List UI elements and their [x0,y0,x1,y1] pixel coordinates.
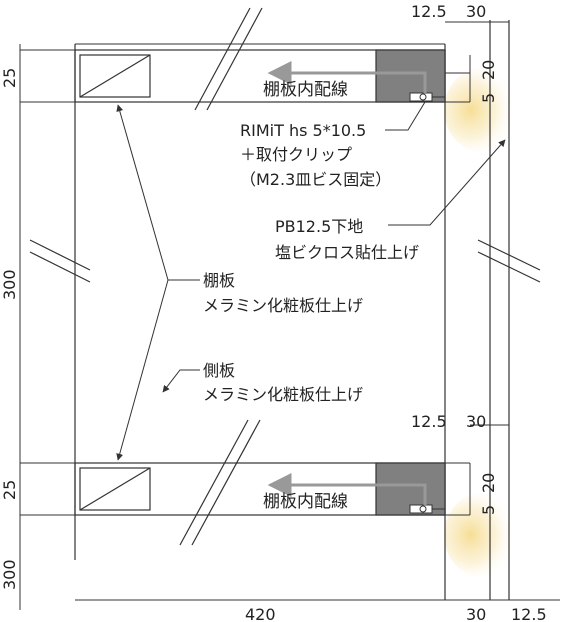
rimit-fixture-top [409,92,445,102]
rimit-fixture-bottom [409,504,445,514]
rimit-label-line2: ＋取付クリップ [240,145,352,164]
rimit-label-line3: （M2.3皿ビス固定） [240,170,391,189]
rimit-label-line1: RIMiT hs 5*10.5 [240,121,366,140]
dim-right-20-top: 20 [479,60,498,80]
break-lines [29,7,541,546]
dim-left-25-bottom: 25 [0,480,19,500]
wiring-label-bottom: 棚板内配線 [263,492,348,512]
dim-bottom-12-5: 12.5 [511,605,547,622]
shelf-label-line2: メラミン化粧板仕上げ [203,296,363,315]
shelf-bottom-end-block [79,467,151,511]
side-label-line2: メラミン化粧板仕上げ [203,385,363,404]
dim-right-20-bottom: 20 [479,473,498,493]
rimit-leader [385,101,426,131]
dim-left-300-bottom: 300 [0,559,19,590]
side-label-line1: 側板 [203,361,235,380]
shelf-label-line1: 棚板 [203,271,235,290]
pb-leader [388,139,506,226]
wiring-arrow-bottom [267,473,427,505]
dim-mid-12-5: 12.5 [411,412,447,431]
dim-bottom-420: 420 [245,605,276,622]
pb-label-line2: 塩ビクロス貼仕上げ [275,243,419,262]
dim-bottom-30: 30 [466,605,486,622]
dim-left-300-mid: 300 [0,269,19,300]
shelf-leaders [116,104,200,461]
shelf-top-end-block [79,54,151,98]
light-glow-top [444,68,520,152]
dim-lines [19,21,560,610]
dim-top-30: 30 [466,2,486,21]
dim-mid-30: 30 [466,412,486,431]
dim-left-25-top: 25 [0,68,19,88]
wiring-arrow-top [267,61,427,93]
shelf-top [20,43,471,103]
light-glow-bottom [444,493,520,577]
pb-label-line1: PB12.5下地 [275,217,363,236]
side-leader [162,369,200,393]
dim-top-12-5: 12.5 [411,2,447,21]
shelf-bottom [20,462,471,516]
dim-right-5-top: 5 [479,93,498,103]
dim-right-5-bottom: 5 [479,505,498,515]
wiring-label-top: 棚板内配線 [263,80,348,100]
